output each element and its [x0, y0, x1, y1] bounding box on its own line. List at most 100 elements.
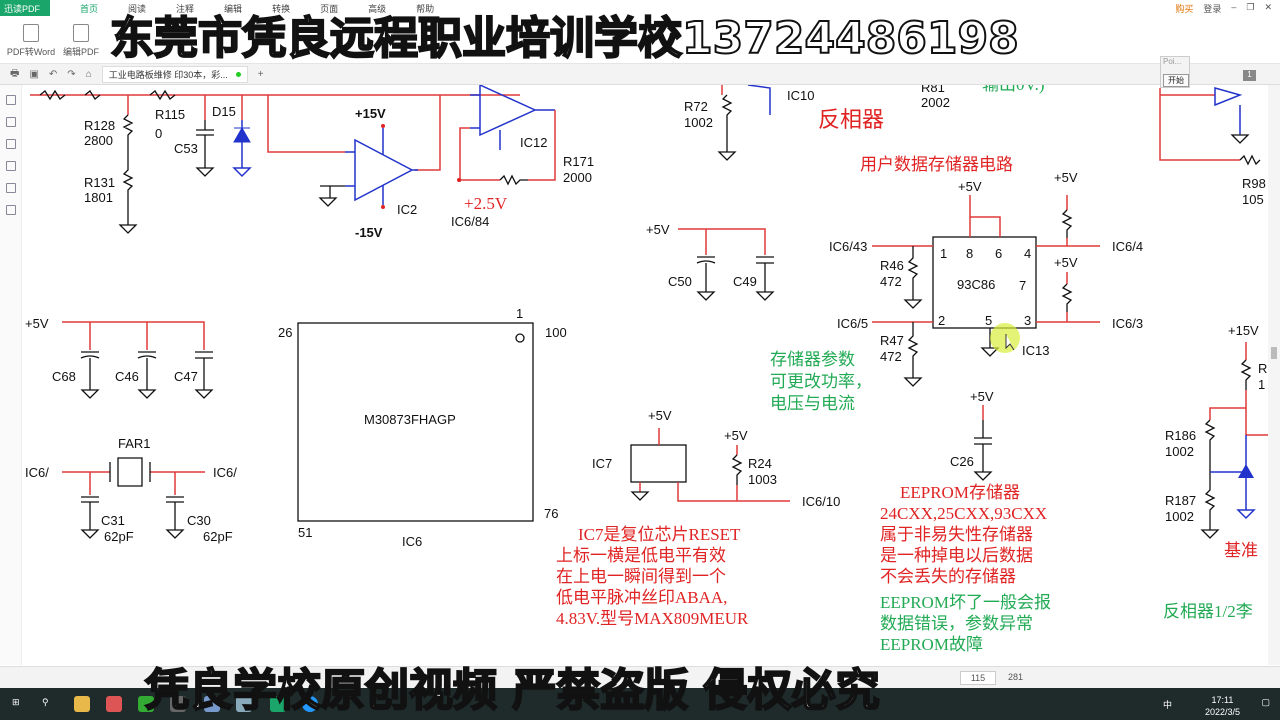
file-explorer-icon[interactable] [74, 696, 90, 712]
app-icon[interactable] [236, 696, 252, 712]
app-menu-button[interactable]: 迅读PDF [0, 0, 50, 16]
note-line: EEPROM存储器 [900, 483, 1020, 502]
label-plus5v: +5V [1054, 255, 1078, 270]
circuit-title: 用户数据存储器电路 [860, 155, 1013, 174]
note-line: 电压与电流 [770, 394, 855, 413]
windows-start-icon[interactable]: ⊞ [12, 697, 20, 707]
status-bar: 115 281 [0, 666, 1280, 688]
save-icon[interactable]: ▣ [29, 68, 39, 80]
rotate-icon[interactable] [6, 183, 16, 193]
restore-button[interactable]: ❐ [1246, 2, 1255, 12]
label-ic6-pin: IC6/ [213, 465, 237, 480]
pin-label: 3 [1024, 313, 1031, 328]
pin-label: 100 [545, 325, 567, 340]
reference-note: 基准 [1224, 541, 1258, 560]
label-r24: R24 [748, 456, 772, 471]
start-button[interactable]: 开始 [1163, 74, 1189, 87]
menu-page[interactable]: 页面 [320, 3, 339, 14]
app-icon[interactable] [302, 696, 318, 712]
value-r186: 1002 [1165, 444, 1194, 459]
close-button[interactable]: ✕ [1264, 2, 1272, 12]
buy-button[interactable]: 购买 [1175, 4, 1194, 14]
attachment-icon[interactable] [6, 161, 16, 171]
menu-read[interactable]: 阅读 [128, 3, 147, 14]
new-tab-button[interactable]: + [257, 68, 264, 80]
export-icon[interactable] [6, 205, 16, 215]
menu-help[interactable]: 帮助 [416, 3, 435, 14]
menu-annotate[interactable]: 注释 [176, 3, 195, 14]
pin-label: 26 [278, 325, 292, 340]
home-icon[interactable]: ⌂ [85, 68, 92, 80]
thumbnail-icon[interactable] [6, 117, 16, 127]
ribbon: PDF转Word 编辑PDF [0, 16, 1280, 64]
menu-convert[interactable]: 转换 [272, 3, 291, 14]
page-number-input[interactable]: 115 [960, 671, 996, 685]
edit-pdf-button[interactable]: 编辑PDF [56, 24, 106, 58]
label-plus15v: +15V [355, 106, 386, 121]
menu-home[interactable]: 首页 [80, 3, 99, 14]
label-ic6: IC6 [402, 534, 422, 549]
search-icon[interactable]: ⚲ [42, 697, 49, 707]
minimize-button[interactable]: – [1231, 2, 1237, 12]
label-c53: C53 [174, 141, 198, 156]
label-ic2: IC2 [397, 202, 417, 217]
undo-icon[interactable]: ↶ [48, 68, 58, 80]
pin-label: 5 [985, 313, 992, 328]
app-icon[interactable] [204, 696, 220, 712]
label-c50: C50 [668, 274, 692, 289]
label-r-cut: R [1258, 361, 1267, 376]
redo-icon[interactable]: ↷ [67, 68, 76, 80]
app-icon[interactable] [170, 696, 186, 712]
ime-indicator[interactable]: 中 [1163, 700, 1173, 710]
label-r131: R131 [84, 175, 115, 190]
pdf-reader-icon[interactable] [270, 696, 286, 712]
value-r98: 105 [1242, 192, 1264, 207]
note-line: 上标一横是低电平有效 [556, 546, 726, 565]
value-r131: 1801 [84, 190, 113, 205]
chip-93c86: 93C86 [957, 277, 995, 292]
value-r128: 2800 [84, 133, 113, 148]
note-line: 24CXX,25CXX,93CXX [880, 504, 1047, 523]
scrollbar-thumb[interactable] [1271, 347, 1277, 359]
vertical-scrollbar[interactable] [1268, 85, 1280, 665]
label-r72: R72 [684, 99, 708, 114]
label-r46: R46 [880, 258, 904, 273]
value-r72: 1002 [684, 115, 713, 130]
label-c30: C30 [187, 513, 211, 528]
label-r186: R186 [1165, 428, 1196, 443]
comment-icon[interactable] [6, 139, 16, 149]
mcu-part-number: M30873FHAGP [364, 412, 456, 427]
document-tab[interactable]: 工业电路板维修 印30本，彩... [101, 65, 248, 83]
print-icon[interactable]: 🖶 [10, 67, 20, 79]
label-r81: R81 [921, 85, 945, 95]
notification-icon[interactable]: ▢ [1261, 697, 1270, 707]
inverter-note: 反相器1/2李 [1163, 602, 1253, 621]
inverter-title: 反相器 [818, 107, 884, 132]
menu-edit[interactable]: 编辑 [224, 3, 243, 14]
label-ic6-10: IC6/10 [802, 494, 840, 509]
login-button[interactable]: 登录 [1203, 4, 1222, 14]
label-r128: R128 [84, 118, 115, 133]
outline-icon[interactable] [6, 95, 16, 105]
pdf-to-word-button[interactable]: PDF转Word [6, 24, 56, 58]
value-r81: 2002 [921, 95, 950, 110]
menu-advanced[interactable]: 高级 [368, 3, 387, 14]
pin-label: 51 [298, 525, 312, 540]
app-icon[interactable] [106, 696, 122, 712]
app-icon[interactable] [138, 696, 154, 712]
label-r187: R187 [1165, 493, 1196, 508]
label-ic6-84: IC6/84 [451, 214, 489, 229]
note-line: 属于非易失性存储器 [880, 525, 1033, 544]
value-r187: 1002 [1165, 509, 1194, 524]
mouse-cursor-icon [1005, 334, 1015, 351]
note-line: 不会丢失的存储器 [880, 567, 1016, 586]
pin-label: 4 [1024, 246, 1031, 261]
label-plus15v: +15V [1228, 323, 1259, 338]
value-r-cut: 1 [1258, 377, 1265, 392]
pdf-to-word-label: PDF转Word [6, 47, 56, 57]
tab-bar: 🖶 ▣ ↶ ↷ ⌂ 工业电路板维修 印30本，彩... + [0, 64, 1280, 85]
edit-pdf-label: 编辑PDF [62, 47, 99, 57]
label-ic6-4: IC6/4 [1112, 239, 1143, 254]
label-r115: R115 [155, 107, 185, 122]
